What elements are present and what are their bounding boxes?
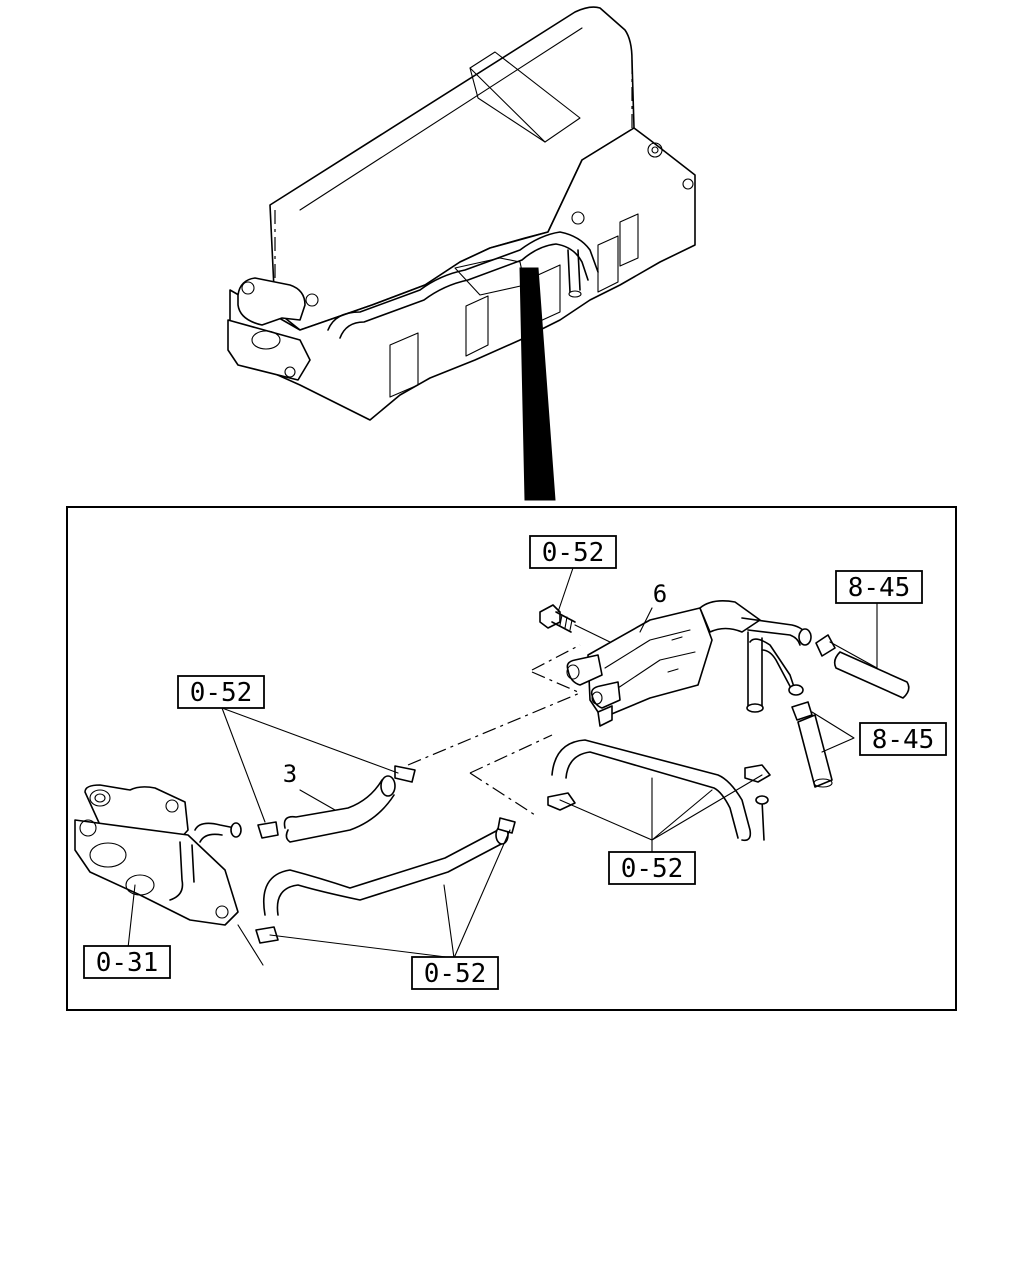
svg-text:0-52: 0-52 — [190, 678, 253, 708]
svg-text:8-45: 8-45 — [848, 573, 911, 603]
ref-label-left: 0-52 — [177, 675, 265, 709]
hose-8-45-lower — [791, 701, 833, 788]
ref-label-right-top: 8-45 — [835, 570, 923, 604]
egr-valve — [74, 784, 242, 926]
engine-overview-illustration — [227, 6, 696, 501]
bolt-icon — [539, 604, 576, 633]
ref-label-bottom-left: 0-31 — [83, 945, 171, 979]
svg-text:8-45: 8-45 — [872, 725, 935, 755]
hose-assembly-6 — [566, 600, 812, 727]
detail-frame — [66, 506, 957, 1011]
part-number-3: 3 — [283, 760, 297, 788]
ref-label-top: 0-52 — [529, 535, 617, 569]
svg-text:0-52: 0-52 — [621, 854, 684, 884]
hose-8-45-upper — [815, 634, 910, 699]
detail-illustration — [74, 564, 910, 966]
svg-text:0-52: 0-52 — [424, 959, 487, 989]
hose-3 — [257, 765, 416, 843]
hose-long-lower — [255, 817, 516, 944]
ref-label-bottom: 0-52 — [411, 956, 499, 990]
part-number-6: 6 — [653, 580, 667, 608]
svg-text:0-31: 0-31 — [96, 948, 159, 978]
lower-hose-pipe — [547, 739, 771, 842]
ref-label-right-mid: 8-45 — [859, 722, 947, 756]
svg-text:0-52: 0-52 — [542, 538, 605, 568]
ref-label-center: 0-52 — [608, 851, 696, 885]
